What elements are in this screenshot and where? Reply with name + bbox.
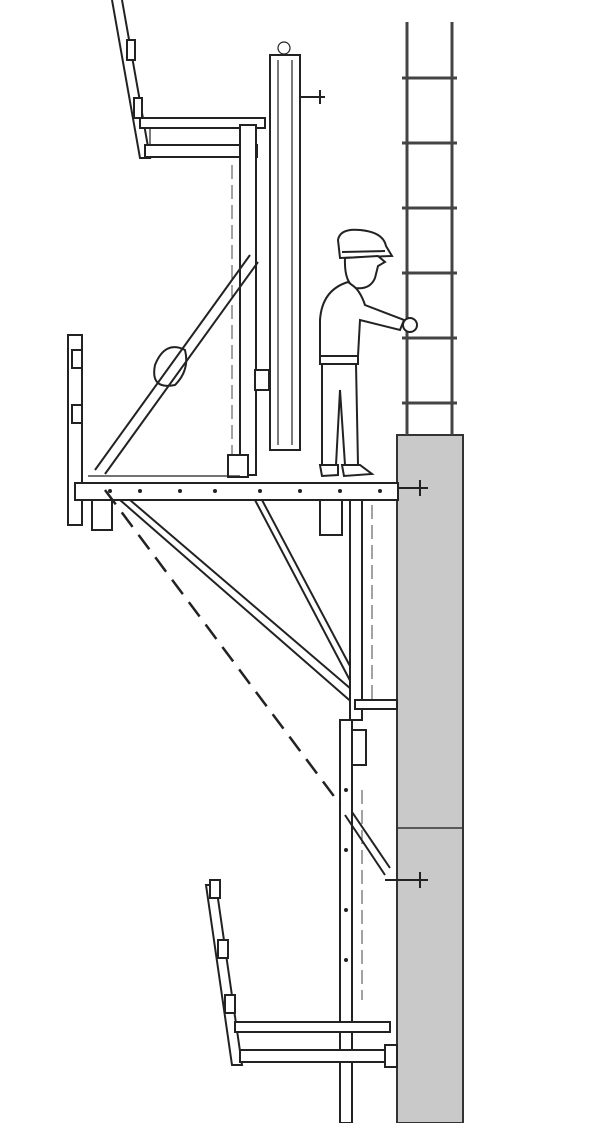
worker-figure <box>318 228 418 478</box>
swing-path-dashed-line <box>103 489 350 816</box>
push-pull-brace <box>94 254 259 475</box>
lower-work-platform <box>204 879 398 1068</box>
bracket-struts <box>119 499 398 721</box>
rebar-cage <box>402 22 457 435</box>
left-guardrail <box>67 334 83 526</box>
upper-work-platform <box>111 0 266 159</box>
anchor-bolt-lower <box>385 872 428 888</box>
anchor-bolt-upper <box>398 480 428 496</box>
concrete-wall <box>396 434 464 1123</box>
formwork-panel <box>269 41 325 451</box>
vertical-post <box>227 124 270 478</box>
main-platform-deck <box>74 475 399 536</box>
